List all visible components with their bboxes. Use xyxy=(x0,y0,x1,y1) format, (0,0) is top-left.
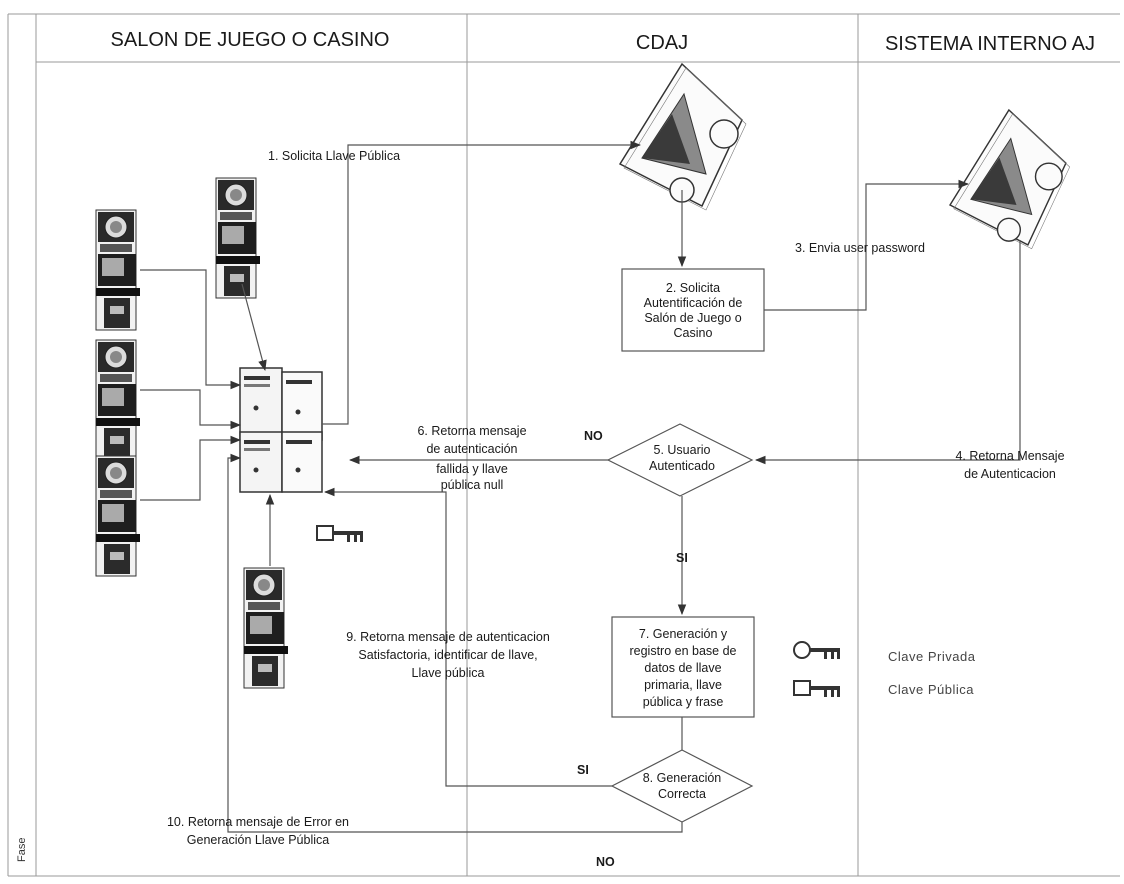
svg-text:Salón de Juego o: Salón de Juego o xyxy=(644,311,741,325)
svg-text:Correcta: Correcta xyxy=(658,787,706,801)
svg-text:7. Generación y: 7. Generación y xyxy=(639,627,728,641)
slot-machine-icon xyxy=(95,455,141,577)
branch-no-top: NO xyxy=(584,429,603,443)
svg-text:Generación Llave Pública: Generación Llave Pública xyxy=(187,833,329,847)
key-icon xyxy=(316,525,364,543)
svg-text:pública null: pública null xyxy=(441,478,504,492)
branch-no-bottom: NO xyxy=(596,855,615,869)
key-icon xyxy=(793,680,841,698)
lane-title-sistema: SISTEMA INTERNO AJ xyxy=(885,33,1095,55)
step-2-box xyxy=(621,268,765,352)
branch-si-left: SI xyxy=(577,763,589,777)
puzzle-app-icon xyxy=(619,63,747,211)
svg-text:10. Retorna mensaje de Error e: 10. Retorna mensaje de Error en xyxy=(167,815,349,829)
key-icon xyxy=(793,641,841,660)
branch-si-mid: SI xyxy=(676,551,688,565)
lane-title-cdaj: CDAJ xyxy=(636,32,688,54)
lane-title-salon: SALON DE JUEGO O CASINO xyxy=(111,29,390,51)
step-4-label: 4. Retorna Mensaje de Autenticacion xyxy=(955,449,1064,481)
legend-private-key: Clave Privada xyxy=(888,649,976,664)
step-7-box xyxy=(611,616,755,718)
svg-text:Autenticado: Autenticado xyxy=(649,459,715,473)
swimlane-frame xyxy=(7,13,1120,877)
svg-text:4. Retorna Mensaje: 4. Retorna Mensaje xyxy=(955,449,1064,463)
svg-text:datos de llave: datos de llave xyxy=(644,661,721,675)
svg-text:6. Retorna mensaje: 6. Retorna mensaje xyxy=(417,424,526,438)
svg-text:fallida y llave: fallida y llave xyxy=(436,462,508,476)
step-8-label: 8. Generación Correcta xyxy=(643,771,722,801)
svg-text:pública y frase: pública y frase xyxy=(643,695,724,709)
server-icon xyxy=(239,367,323,493)
step-10-label: 10. Retorna mensaje de Error en Generaci… xyxy=(167,815,349,847)
decision-5 xyxy=(606,423,754,497)
svg-text:9. Retorna mensaje de autentic: 9. Retorna mensaje de autenticacion xyxy=(346,630,550,644)
slot-machine-icon xyxy=(95,339,141,461)
svg-text:Satisfactoria, identificar de: Satisfactoria, identificar de llave, xyxy=(358,648,537,662)
slot-machine-icon xyxy=(95,209,141,331)
connectors xyxy=(140,140,1021,833)
svg-text:Casino: Casino xyxy=(674,326,713,340)
step-6-label: 6. Retorna mensaje de autenticación fall… xyxy=(417,424,526,492)
step-1-label: 1. Solicita Llave Pública xyxy=(268,149,400,163)
svg-text:Autentificación de: Autentificación de xyxy=(644,296,743,310)
step-5-label: 5. Usuario Autenticado xyxy=(649,443,715,473)
svg-text:8. Generación: 8. Generación xyxy=(643,771,722,785)
svg-text:Llave pública: Llave pública xyxy=(412,666,485,680)
slot-machine-icon xyxy=(215,177,261,299)
svg-text:de Autenticacion: de Autenticacion xyxy=(964,467,1056,481)
svg-text:registro en base de: registro en base de xyxy=(629,644,736,658)
svg-text:5. Usuario: 5. Usuario xyxy=(654,443,711,457)
step-2-label: 2. Solicita Autentificación de Salón de … xyxy=(644,281,743,340)
fase-label: Fase xyxy=(16,838,28,862)
step-9-label: 9. Retorna mensaje de autenticacion Sati… xyxy=(346,630,550,680)
svg-text:primaria, llave: primaria, llave xyxy=(644,678,722,692)
slot-machine-icon xyxy=(243,567,289,689)
svg-text:de autenticación: de autenticación xyxy=(426,442,517,456)
svg-text:2. Solicita: 2. Solicita xyxy=(666,281,720,295)
step-3-label: 3. Envia user password xyxy=(795,241,925,255)
legend-public-key: Clave Pública xyxy=(888,682,974,697)
decision-8 xyxy=(610,749,754,823)
puzzle-app-icon xyxy=(949,109,1071,250)
step-7-label: 7. Generación y registro en base de dato… xyxy=(629,627,736,709)
